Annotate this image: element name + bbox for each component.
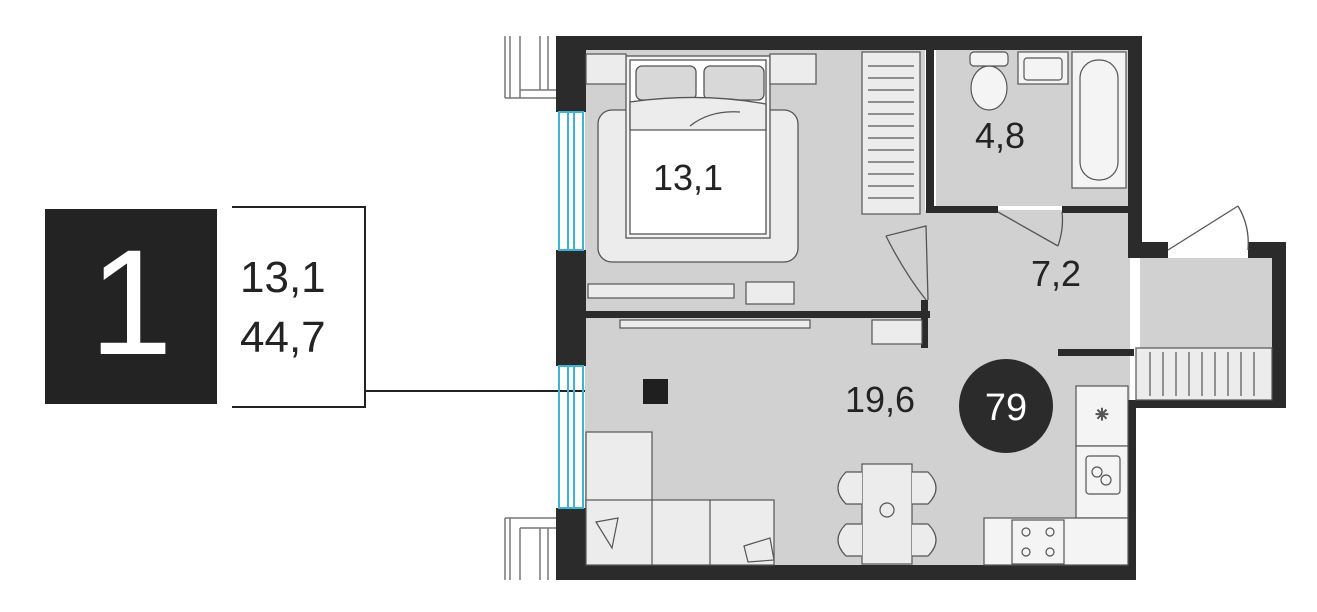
hallway-area-label: 7,2 bbox=[1031, 253, 1081, 294]
desk-bedroom bbox=[587, 281, 795, 305]
location-marker bbox=[643, 379, 668, 404]
rooms-count: 1 bbox=[89, 218, 173, 386]
apartment-number-circle bbox=[959, 359, 1053, 453]
interior-walls bbox=[585, 50, 1134, 356]
bedroom-area-label: 13,1 bbox=[653, 157, 723, 198]
living-area-value: 13,1 bbox=[240, 253, 326, 302]
bathroom-fixtures bbox=[969, 51, 1127, 189]
total-area-value: 44,7 bbox=[240, 313, 326, 362]
wardrobe-bedroom bbox=[861, 51, 921, 215]
exterior-walls bbox=[556, 36, 1286, 580]
balcony-railing-top bbox=[504, 36, 556, 99]
dining-set bbox=[837, 463, 937, 565]
bed bbox=[597, 55, 799, 263]
svg-text:✳: ✳ bbox=[1095, 405, 1108, 424]
apartment-number: 79 bbox=[985, 387, 1027, 429]
bathroom-area-label: 4,8 bbox=[975, 115, 1025, 156]
area-info-box: 13,1 44,7 bbox=[232, 206, 366, 408]
kitchen-units: ✳ bbox=[983, 385, 1129, 566]
living-kitchen-area-label: 19,6 bbox=[845, 379, 915, 420]
balcony-railing-bottom bbox=[504, 517, 556, 580]
living-furniture bbox=[585, 319, 923, 566]
rooms-count-badge: 1 bbox=[45, 209, 217, 404]
nightstands bbox=[585, 53, 817, 85]
hallway-wardrobe bbox=[1135, 347, 1273, 401]
doors bbox=[885, 205, 1249, 301]
windows bbox=[558, 111, 584, 509]
